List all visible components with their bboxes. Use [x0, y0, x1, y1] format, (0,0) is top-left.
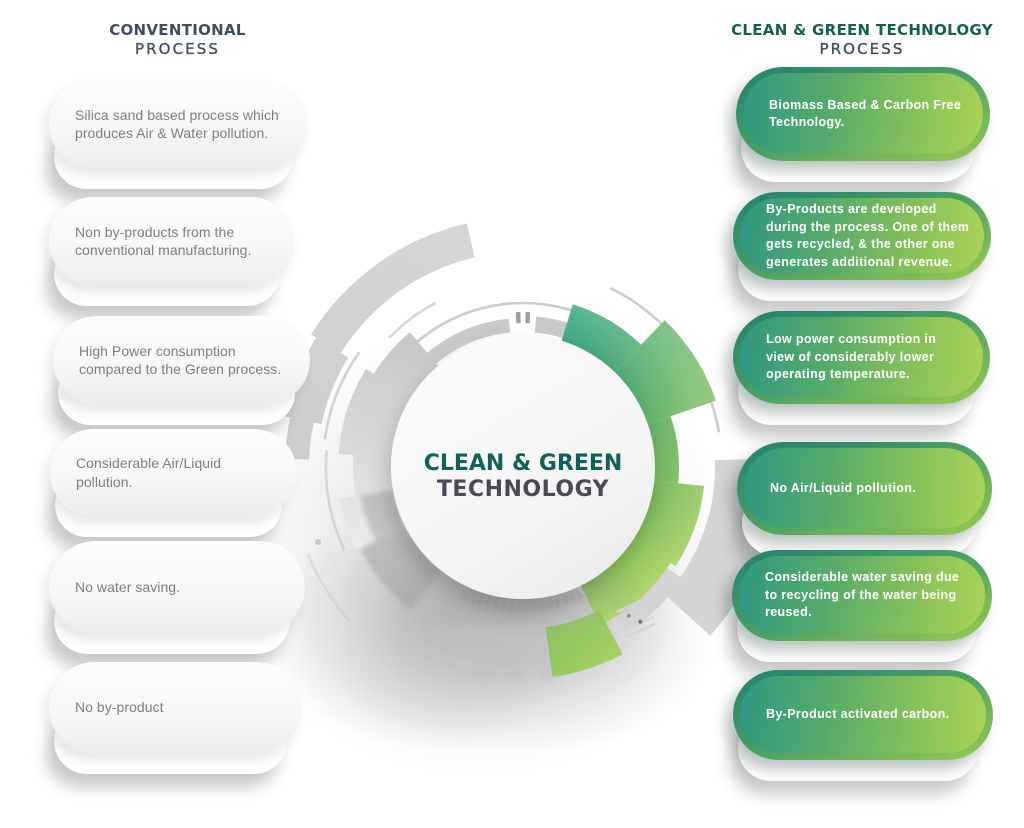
card-text: Non by-products from the conventional ma…	[75, 223, 252, 259]
green-card-5: Considerable water saving due to recycli…	[732, 550, 992, 662]
card-text: No by-product	[75, 699, 164, 716]
conventional-card-5: No water saving.	[49, 541, 305, 654]
circle-title-line2: TECHNOLOGY	[436, 477, 610, 502]
card-inner-gradient	[743, 73, 983, 154]
card-face: Non by-products from the conventional ma…	[49, 197, 295, 285]
card-text: Biomass Based & Carbon Free Technology.	[769, 97, 962, 130]
card-text: High Power consumption compared to the G…	[79, 342, 282, 378]
card-face: Considerable Air/Liquid pollution.	[50, 429, 297, 516]
conventional-card-4: Considerable Air/Liquid pollution.	[50, 429, 297, 537]
card-inner-gradient	[744, 448, 985, 528]
header-line1: CONVENTIONAL	[109, 21, 246, 39]
green-card-6: By-Product activated carbon.	[733, 670, 993, 781]
card-face: No Air/Liquid pollution.	[737, 442, 992, 535]
card-text: No Air/Liquid pollution.	[770, 480, 917, 495]
card-text: No water saving.	[75, 578, 181, 595]
card-text: Considerable Air/Liquid pollution.	[76, 455, 222, 490]
card-text: Low power consumption in view of conside…	[766, 332, 937, 382]
card-face: By-Products are developed during the pro…	[733, 192, 991, 280]
green-card-4: No Air/Liquid pollution.	[737, 442, 992, 556]
conventional-card-6: No by-product	[49, 662, 302, 774]
conventional-card-1: Silica sand based process which produces…	[49, 80, 308, 189]
clean-green-process-header: CLEAN & GREEN TECHNOLOGY PROCESS	[722, 21, 1002, 58]
conventional-process-header: CONVENTIONAL PROCESS	[60, 21, 295, 58]
green-card-1: Biomass Based & Carbon Free Technology.	[736, 67, 990, 182]
card-inner-gradient	[740, 676, 986, 753]
card-text: Silica sand based process which produces…	[75, 106, 279, 142]
dial-center-circle	[378, 335, 655, 638]
card-inner-gradient	[739, 556, 985, 634]
header-line2: PROCESS	[819, 40, 905, 58]
header-line2: PROCESS	[135, 40, 220, 58]
card-face: Silica sand based process which produces…	[49, 80, 308, 168]
header-line1: CLEAN & GREEN TECHNOLOGY	[731, 21, 993, 39]
card-inner-gradient	[740, 317, 983, 397]
card-face: High Power consumption compared to the G…	[53, 316, 310, 404]
card-face: Biomass Based & Carbon Free Technology.	[736, 67, 990, 161]
card-inner-gradient	[740, 198, 984, 273]
center-circle-title: CLEAN & GREEN TECHNOLOGY	[383, 451, 663, 503]
conventional-card-3: High Power consumption compared to the G…	[53, 316, 310, 425]
conventional-card-2: Non by-products from the conventional ma…	[49, 197, 295, 306]
card-face: Low power consumption in view of conside…	[733, 311, 990, 404]
circle-title-line1: CLEAN & GREEN	[423, 451, 623, 476]
green-card-2: By-Products are developed during the pro…	[733, 192, 991, 301]
card-face: By-Product activated carbon.	[733, 670, 993, 760]
card-face: No by-product	[49, 662, 302, 753]
card-text: Considerable water saving due to recycli…	[765, 570, 960, 620]
card-face: Considerable water saving due to recycli…	[732, 550, 992, 641]
card-face: No water saving.	[49, 541, 305, 633]
card-text: By-Products are developed during the pro…	[766, 202, 970, 269]
green-card-3: Low power consumption in view of conside…	[733, 311, 990, 425]
card-text: By-Product activated carbon.	[766, 707, 950, 722]
